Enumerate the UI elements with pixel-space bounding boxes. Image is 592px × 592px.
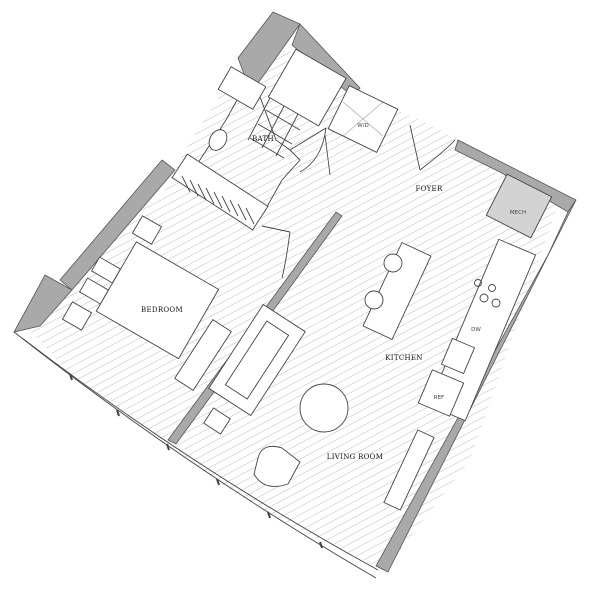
bathtub bbox=[267, 48, 347, 127]
stool bbox=[383, 253, 403, 273]
dishwasher-label: DW bbox=[471, 327, 481, 333]
room-label-bedroom: BEDROOM bbox=[141, 306, 183, 314]
side-table bbox=[203, 407, 231, 435]
cooktop-burners bbox=[474, 279, 501, 308]
washer-dryer-x bbox=[342, 101, 384, 137]
vanity bbox=[217, 66, 267, 110]
closet-hangers bbox=[181, 175, 255, 225]
window-wall-outer bbox=[13, 331, 377, 579]
wd-door bbox=[409, 124, 456, 171]
nightstand bbox=[131, 215, 163, 245]
bath-door bbox=[289, 127, 327, 173]
sofa-seat bbox=[224, 320, 290, 400]
bedroom-door bbox=[261, 225, 291, 279]
sofa bbox=[208, 303, 306, 417]
room-label-foyer: FOYER bbox=[415, 185, 443, 193]
coffee-table bbox=[299, 383, 349, 433]
window-mullions bbox=[69, 373, 323, 549]
toilet bbox=[208, 129, 228, 151]
pillow bbox=[78, 277, 110, 305]
washer-dryer-label: W/D bbox=[357, 123, 369, 129]
lounge-chair bbox=[253, 445, 301, 487]
closet bbox=[171, 153, 269, 231]
dresser bbox=[174, 319, 232, 391]
room-label-kitchen: KITCHEN bbox=[385, 354, 422, 362]
bath-walls bbox=[195, 81, 301, 213]
kitchen-sink bbox=[440, 337, 476, 375]
nightstand bbox=[61, 301, 93, 331]
room-label-bath: BATH bbox=[252, 135, 274, 143]
pillow bbox=[90, 256, 122, 284]
bath-tile-pattern bbox=[247, 97, 301, 159]
mech-label: MECH bbox=[510, 210, 526, 216]
mech-room bbox=[485, 173, 553, 239]
refrigerator-label: REF bbox=[434, 395, 444, 401]
room-label-living-room: LIVING ROOM bbox=[327, 453, 383, 461]
window-wall-inner bbox=[21, 337, 379, 571]
media-console bbox=[383, 429, 435, 511]
exterior-wall-left bbox=[13, 274, 73, 333]
kitchen-island bbox=[362, 241, 432, 341]
entry-door bbox=[324, 134, 331, 176]
stool bbox=[364, 290, 384, 310]
washer-dryer-closet bbox=[327, 84, 399, 154]
refrigerator bbox=[417, 369, 465, 417]
